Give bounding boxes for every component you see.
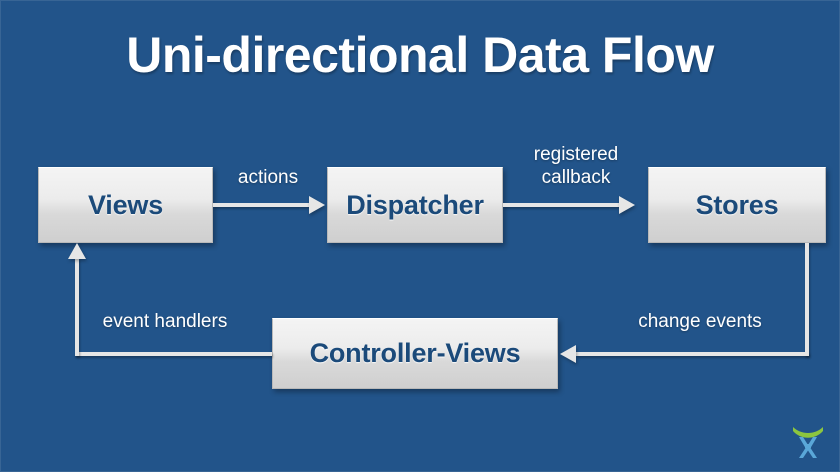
node-views-label: Views <box>87 189 164 220</box>
edge-registered-callback-line <box>503 203 619 207</box>
edge-change-events-label: change events <box>638 311 762 332</box>
node-controller-views-label: Controller-Views <box>309 338 521 368</box>
edge-registered-callback-label: registered callback <box>533 144 619 188</box>
node-dispatcher[interactable]: Dispatcher <box>327 167 503 243</box>
node-dispatcher-label: Dispatcher <box>346 189 484 220</box>
edge-event-handlers-arrowhead-icon <box>68 243 86 259</box>
edge-registered-callback-arrowhead-icon <box>619 196 635 214</box>
edge-actions-label: actions <box>237 167 299 188</box>
edge-event-handlers-line-vertical <box>75 258 79 356</box>
edge-change-events-line-horizontal <box>576 352 809 356</box>
edge-change-events-arrowhead-icon <box>560 345 576 363</box>
node-stores[interactable]: Stores <box>648 167 826 243</box>
edge-event-handlers-line-horizontal <box>75 352 272 356</box>
edge-actions-line <box>213 203 309 207</box>
edge-change-events-line-vertical <box>805 243 809 356</box>
edge-event-handlers-label: event handlers <box>102 311 228 332</box>
node-controller-views[interactable]: Controller-Views <box>272 318 558 389</box>
node-views[interactable]: Views <box>38 167 213 243</box>
edge-actions-arrowhead-icon <box>309 196 325 214</box>
branding-logo-icon <box>788 424 828 462</box>
page-title: Uni-directional Data Flow <box>126 27 714 83</box>
node-stores-label: Stores <box>695 189 779 220</box>
